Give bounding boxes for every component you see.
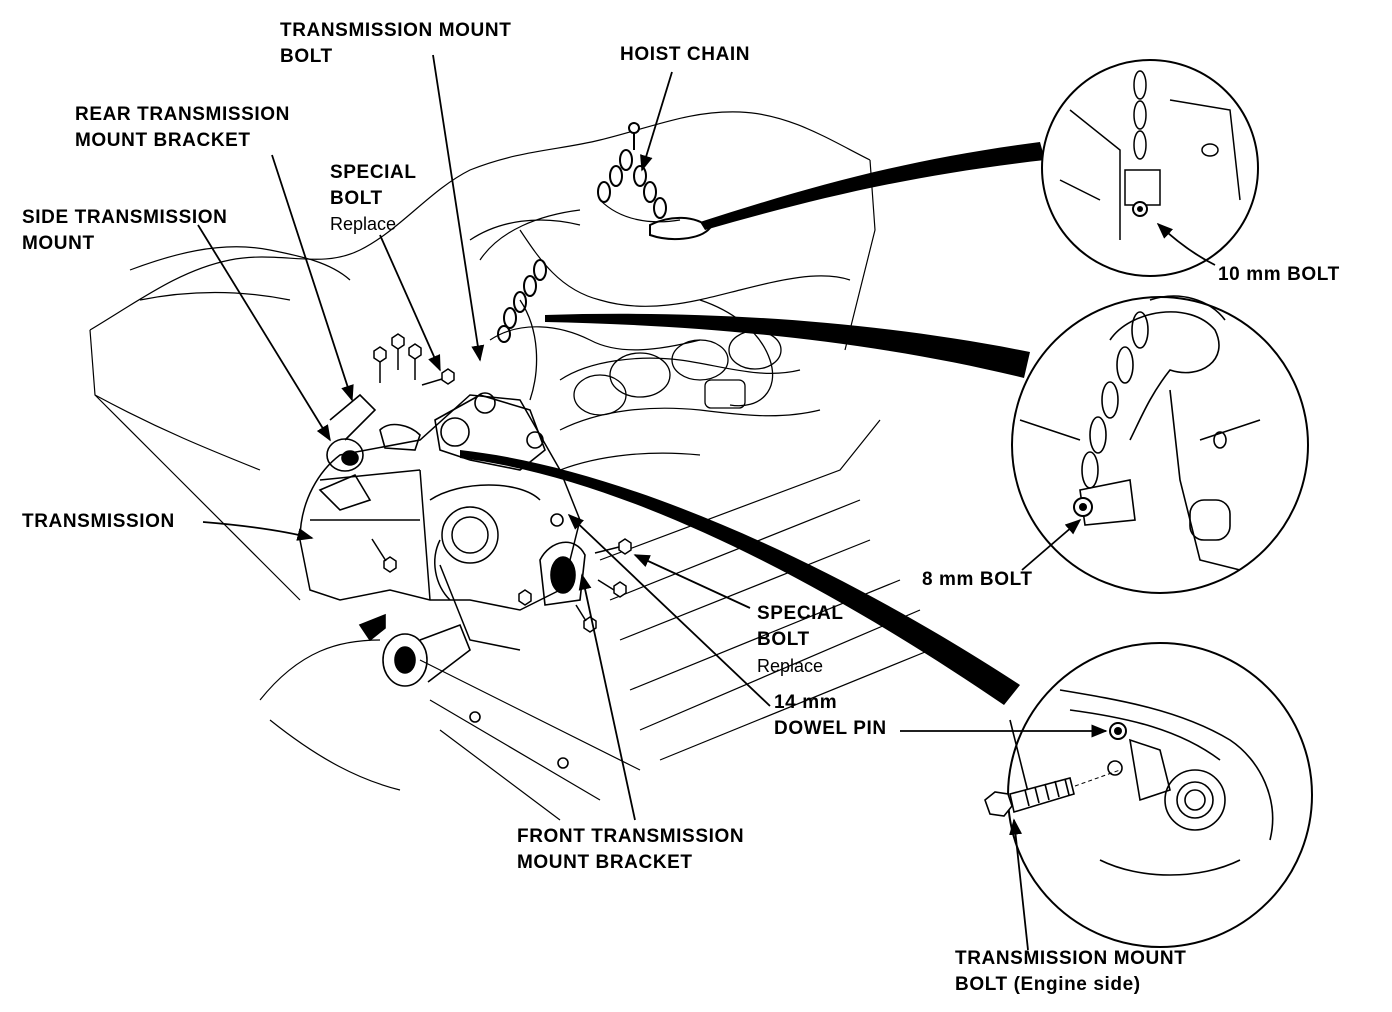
label-front-transmission-mount-bracket: FRONT TRANSMISSION MOUNT BRACKET (517, 826, 745, 873)
transmission-case (299, 394, 581, 651)
label-10mm-bolt: 10 mm BOLT (1218, 264, 1340, 285)
label-rear-transmission-mount-bracket: REAR TRANSMISSION MOUNT BRACKET (75, 104, 290, 151)
label-special-bolt-top-note: Replace (330, 214, 397, 234)
label-transmission-mount-bolt-engine-side: TRANSMISSION MOUNT BOLT (Engine side) (955, 948, 1187, 995)
label-dowel-pin: 14 mm DOWEL PIN (774, 692, 887, 739)
front-mount-bracket (539, 513, 586, 606)
side-mount (318, 393, 377, 511)
detail-circle-10mm (1041, 59, 1259, 277)
hoist-chain-top (597, 122, 712, 240)
roller-pulley (358, 613, 569, 769)
loose-bolts (371, 333, 632, 633)
leader-lines (197, 54, 1216, 951)
rear-mount-bracket (379, 392, 546, 471)
label-transmission: TRANSMISSION (22, 511, 175, 532)
label-hoist-chain: HOIST CHAIN (620, 44, 751, 65)
detail-circle-mount-bolt (984, 642, 1313, 948)
label-8mm-bolt: 8 mm BOLT (922, 569, 1033, 590)
engine-bay-outline (89, 111, 931, 821)
callout-bands (460, 142, 1045, 705)
label-special-bolt-top: SPECIAL BOLT (330, 162, 417, 209)
label-transmission-mount-bolt: TRANSMISSION MOUNT BOLT (280, 20, 512, 67)
detail-circle-8mm (1011, 295, 1309, 594)
engine-block (469, 219, 782, 416)
hoist-chain-middle (497, 259, 547, 343)
label-special-bolt-bottom: SPECIAL BOLT (757, 603, 844, 650)
label-special-bolt-bottom-note: Replace (757, 656, 824, 676)
label-side-transmission-mount: SIDE TRANSMISSION MOUNT (22, 207, 228, 254)
